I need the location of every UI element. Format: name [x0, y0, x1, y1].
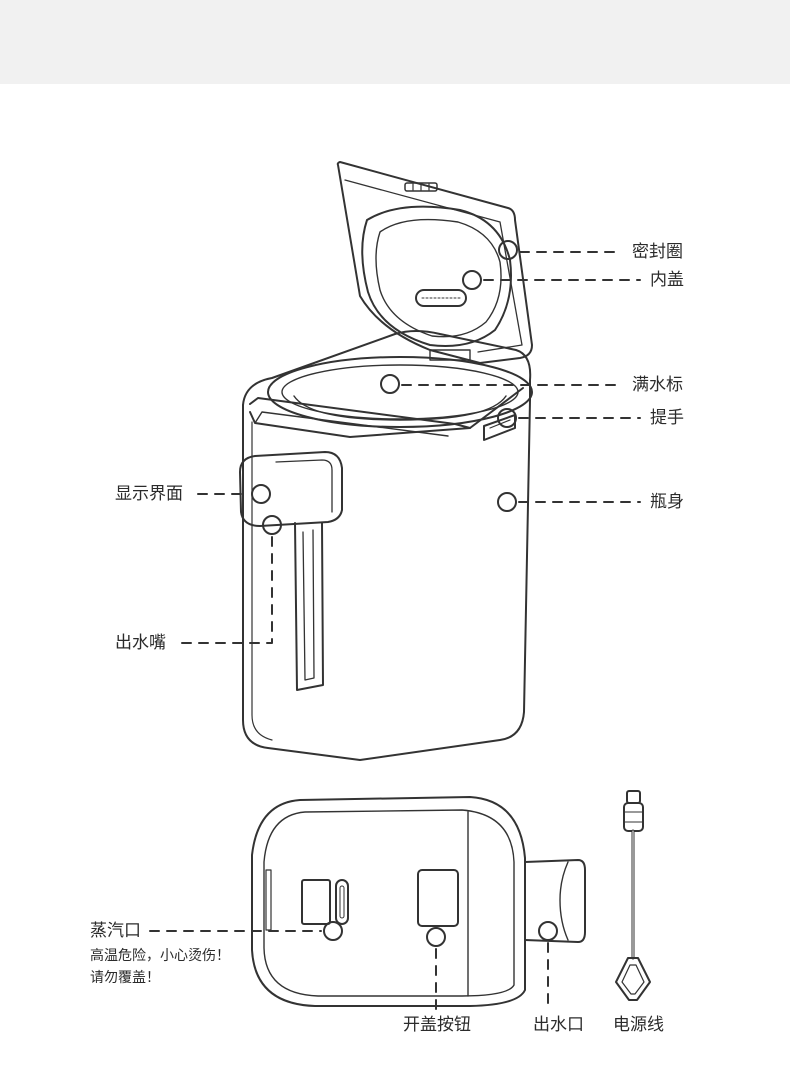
body-dot [497, 492, 517, 512]
lid-button-shape [417, 869, 459, 927]
power-cord-drawing [615, 790, 651, 1001]
display-box [239, 451, 343, 527]
label-seal-ring: 密封圈 [632, 242, 683, 262]
water-outlet-dot [538, 921, 558, 941]
lid-button-dot [426, 927, 446, 947]
label-power-cord: 电源线 [613, 1015, 664, 1035]
label-full-water-mark: 满水标 [632, 375, 683, 395]
label-water-outlet: 出水口 [533, 1015, 584, 1035]
full-water-mark-dot [380, 374, 400, 394]
display-dot [251, 484, 271, 504]
label-warning-line1: 高温危险，小心烫伤！ [90, 948, 230, 964]
label-inner-lid: 内盖 [650, 270, 684, 290]
top-bar [0, 0, 790, 84]
label-spout: 出水嘴 [115, 633, 166, 653]
seal-ring-dot [498, 240, 518, 260]
spout-dot [262, 515, 282, 535]
label-display: 显示界面 [115, 484, 183, 504]
kettle-top-opening [267, 356, 533, 428]
inner-lid-dot [462, 270, 482, 290]
label-handle: 提手 [650, 408, 684, 428]
spout-leader [179, 536, 273, 644]
label-body: 瓶身 [650, 492, 684, 512]
bottom-view [251, 796, 586, 1007]
steam-vent [301, 879, 331, 925]
spout-tube [294, 522, 324, 691]
steam-outlet-dot [323, 921, 343, 941]
label-lid-button: 开盖按钮 [403, 1015, 471, 1035]
label-warning-line2: 请勿覆盖！ [90, 970, 160, 986]
label-steam-outlet: 蒸汽口 [90, 921, 141, 941]
open-lid [336, 161, 533, 364]
handle-dot [497, 408, 517, 428]
kettle-body [242, 330, 532, 761]
